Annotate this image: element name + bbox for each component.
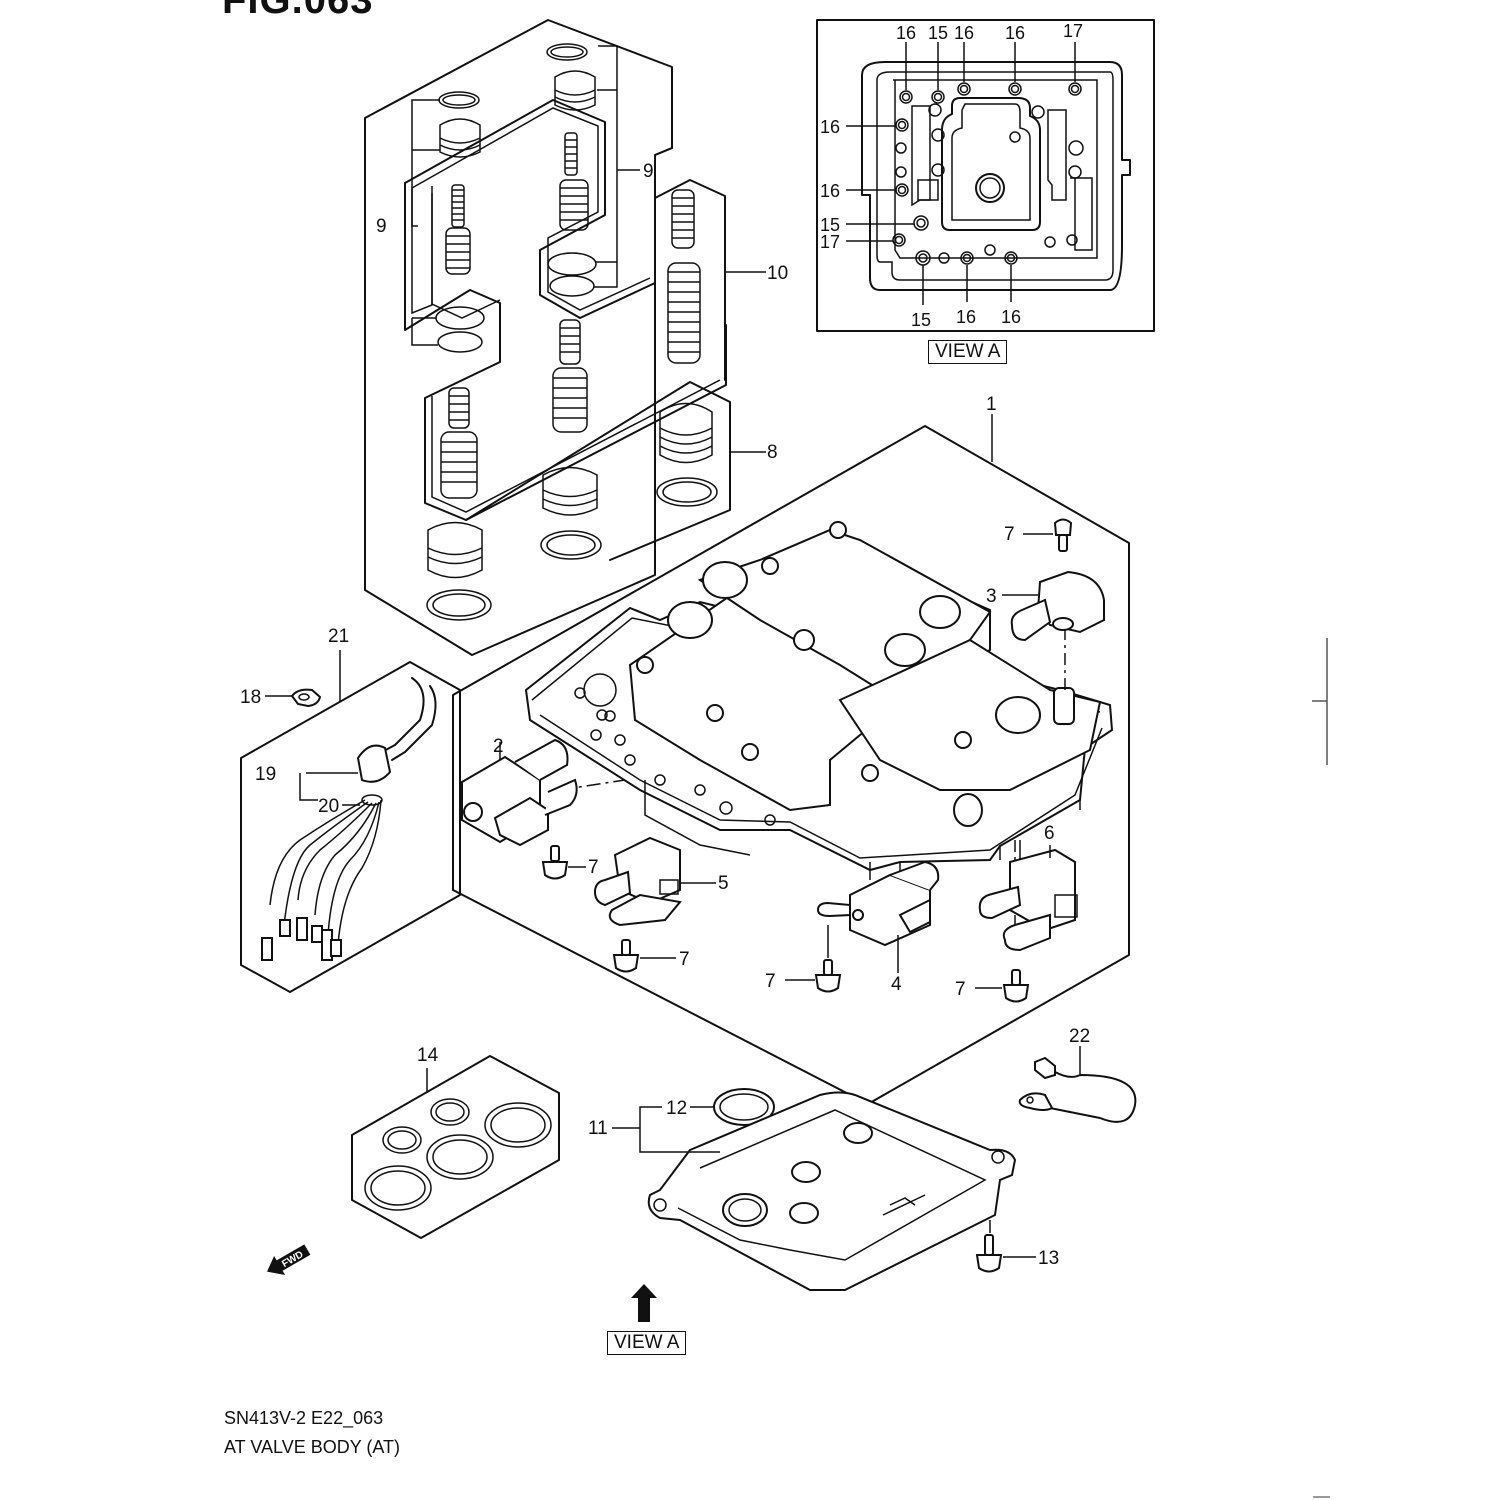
view-a-label: 15	[820, 215, 840, 235]
bolt-7	[1053, 518, 1073, 552]
callout-6: 6	[1044, 823, 1055, 844]
view-a-label: 15	[928, 23, 948, 43]
callout-2: 2	[493, 736, 504, 757]
view-a-label: 16	[820, 181, 840, 201]
figure-title: FIG.063	[222, 0, 374, 22]
solenoid-3	[1010, 570, 1105, 642]
solenoid-2	[461, 738, 578, 847]
view-a-label: 16	[954, 23, 974, 43]
solenoid-4	[816, 860, 940, 947]
view-a-arrow-label: VIEW A	[607, 1331, 687, 1355]
view-a-label: 16	[1001, 307, 1021, 327]
callout-11: 11	[588, 1118, 608, 1139]
oil-strainer: 11 12 13	[588, 1088, 1059, 1291]
view-a-label: 17	[1063, 21, 1083, 41]
diagram-code: SN413V-2 E22_063	[224, 1408, 384, 1428]
harness-group: 21 18 19 20	[240, 626, 461, 993]
svg-text:FWD: FWD	[280, 1249, 305, 1270]
callout-12: 12	[666, 1098, 687, 1119]
callout-7-right: 7	[955, 979, 966, 1000]
callout-9-left: 9	[376, 216, 387, 237]
callout-21: 21	[328, 626, 349, 647]
view-a-label: 16	[1005, 23, 1025, 43]
callout-7-lower: 7	[765, 971, 776, 992]
callout-22: 22	[1069, 1026, 1090, 1047]
bolt-7	[1002, 969, 1030, 1003]
view-a-inset: 16 15 16 16 17 16 16 15 17 15 16 16	[816, 19, 1155, 332]
view-a-label: 16	[896, 23, 916, 43]
callout-4: 4	[891, 974, 902, 995]
solenoid-5	[593, 836, 682, 927]
callout-19: 19	[255, 764, 276, 785]
callout-14: 14	[417, 1045, 439, 1066]
callout-5: 5	[718, 873, 729, 894]
callout-7-top: 7	[1004, 524, 1015, 545]
callout-1: 1	[986, 394, 997, 415]
view-a-label: 16	[820, 117, 840, 137]
sensor-cable-22: 22	[1018, 1026, 1137, 1123]
view-a-label: 17	[820, 232, 840, 252]
bolt-13	[975, 1234, 1003, 1273]
callout-8: 8	[767, 442, 778, 463]
view-a-inset-label: VIEW A	[928, 340, 1008, 364]
view-a-arrow-icon	[631, 1284, 657, 1322]
callout-7-mid: 7	[679, 949, 690, 970]
bolt-7	[612, 939, 640, 973]
callout-20: 20	[318, 796, 339, 817]
callout-3: 3	[986, 586, 997, 607]
bolt-holes	[892, 82, 1084, 266]
view-a-label: 15	[911, 310, 931, 330]
valve-spring-group: 9 9 10 8	[364, 19, 788, 656]
o-ring-kit: 14	[351, 1045, 560, 1239]
valve-body-assembly: 1	[452, 394, 1130, 1105]
callout-10: 10	[767, 263, 788, 284]
view-a-label: 16	[956, 307, 976, 327]
bolt-7	[814, 959, 842, 993]
diagram-caption: AT VALVE BODY (AT)	[224, 1437, 401, 1457]
callout-13: 13	[1038, 1248, 1059, 1269]
bolt-7	[541, 845, 569, 880]
fwd-arrow-icon: FWD	[267, 1244, 311, 1276]
callout-18: 18	[240, 687, 261, 708]
callout-9-right: 9	[643, 161, 654, 182]
solenoid-6	[978, 848, 1078, 952]
callout-7-left: 7	[588, 857, 599, 878]
